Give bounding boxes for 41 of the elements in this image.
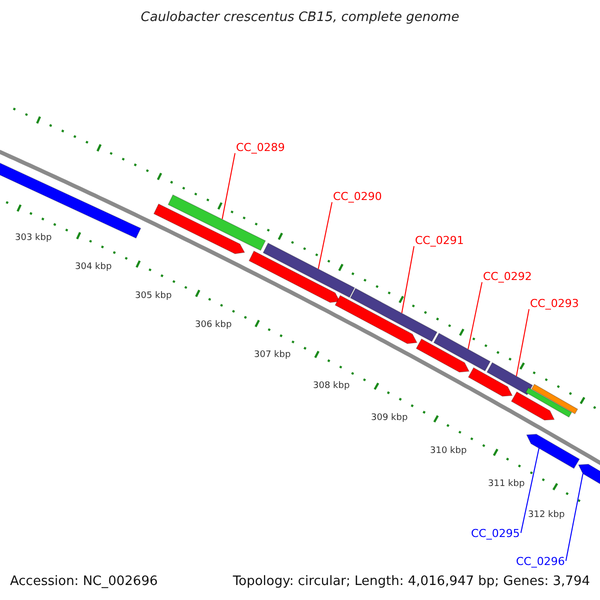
footer-text: Accession: NC_002696 [10, 574, 158, 590]
gene-label: CC_0295 [471, 527, 520, 540]
gene-label: CC_0290 [333, 190, 382, 204]
leader-line [520, 448, 540, 534]
scale-label: 306 kbp [195, 320, 232, 331]
scale-label: 304 kbp [75, 262, 112, 273]
scale-label: 311 kbp [488, 479, 525, 490]
gene-feature [525, 387, 572, 418]
gene-feature [531, 384, 578, 414]
gene-feature [468, 367, 513, 397]
scale-label: 312 kbp [528, 510, 565, 521]
leader-line [565, 473, 584, 562]
gene-feature [486, 362, 534, 396]
leader-line [401, 246, 414, 314]
gene-label: CC_0291 [415, 234, 464, 248]
scale-label: 310 kbp [430, 446, 467, 457]
scale-label: 308 kbp [313, 381, 350, 392]
scale-label: 305 kbp [135, 291, 172, 302]
leader-line [516, 308, 530, 377]
footer-text: Topology: circular; Length: 4,016,947 bp; Genes: 3,794 [232, 574, 590, 590]
gene-feature [416, 338, 470, 372]
gene-label: CC_0293 [530, 297, 579, 310]
gene-feature [350, 288, 438, 342]
gene-label: CC_0292 [483, 270, 532, 284]
leader-line [222, 152, 236, 220]
gene-label: CC_0296 [516, 555, 565, 568]
scale-label: 309 kbp [371, 413, 408, 424]
gene-feature [433, 332, 491, 372]
title: Caulobacter crescentus CB15, complete genome [140, 10, 460, 26]
leader-line [318, 202, 332, 270]
gene-feature [262, 242, 356, 298]
scale-label: 307 kbp [254, 350, 291, 361]
gene-feature [334, 294, 418, 344]
gene-feature [510, 391, 555, 420]
gene-feature [526, 434, 580, 469]
gene-label: CC_0289 [236, 141, 285, 154]
gene-feature [153, 203, 246, 254]
gene-feature [248, 250, 340, 303]
leader-line [468, 282, 482, 350]
gene-feature [168, 194, 266, 251]
scale-label: 303 kbp [15, 233, 52, 244]
